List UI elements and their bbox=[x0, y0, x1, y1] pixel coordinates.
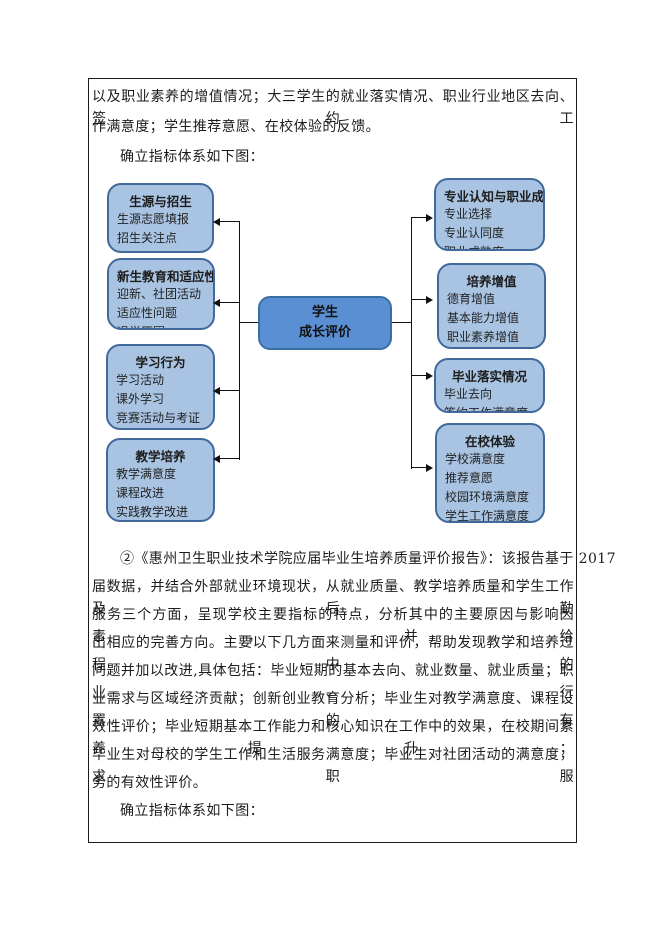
diagram-node-campus-experience: 在校体验 学校满意度 推荐意愿 校园环境满意度 学生工作满意度 bbox=[435, 423, 545, 523]
node-item: 迎新、社团活动 bbox=[117, 287, 202, 301]
diagram-caption-1: 确立指标体系如下图： bbox=[120, 149, 264, 165]
diagram-node-student-growth-evaluation: 学生 成长评价 bbox=[258, 296, 392, 350]
node-item: 职业素养增值 bbox=[447, 330, 520, 344]
node-item: 毕业去向 bbox=[444, 387, 493, 401]
node-item: 生源志愿填报 bbox=[117, 212, 190, 226]
node-title: 教学培养 bbox=[135, 449, 186, 464]
paragraph2-line2: 届数据，并结合外部就业环境现状，从就业质量、教学培养质量和学生工作及后勤 bbox=[92, 579, 574, 617]
node-item: 职业发展能力增值 bbox=[447, 347, 536, 349]
paragraph1-line1: 以及职业素养的增值情况；大三学生的就业落实情况、职业行业地区去向、签约工 bbox=[92, 89, 574, 127]
node-item: 教学满意度 bbox=[116, 467, 177, 481]
paragraph2-line5: 问题并加以改进,具体包括：毕业短期的基本去向、就业数量、就业质量；职业、行 bbox=[92, 663, 574, 701]
connector-right-spine bbox=[411, 217, 412, 469]
node-title: 在校体验 bbox=[464, 434, 515, 449]
diagram-node-learning-behavior: 学习行为 学习活动 课外学习 竞赛活动与考证 师生交流 bbox=[106, 344, 215, 430]
diagram-node-cultivation-value-added: 培养增值 德育增值 基本能力增值 职业素养增值 职业发展能力增值 bbox=[437, 263, 546, 349]
connector-right-branch-2 bbox=[411, 299, 427, 300]
paragraph2-line7: 效性评价；毕业短期基本工作能力和核心知识在工作中的效果，在校期间素养提升； bbox=[92, 719, 574, 757]
paragraph1-line2: 作满意度；学生推荐意愿、在校体验的反馈。 bbox=[92, 119, 380, 135]
node-item: 课程改进 bbox=[116, 486, 165, 500]
arrowhead-right-4 bbox=[426, 464, 433, 472]
connector-right-branch-4 bbox=[411, 467, 427, 468]
node-item: 德育增值 bbox=[447, 292, 496, 306]
arrowhead-left-3 bbox=[213, 387, 220, 395]
connector-left-branch-3 bbox=[220, 390, 240, 391]
center-node-line2: 成长评价 bbox=[298, 325, 351, 340]
node-item: 学习活动 bbox=[116, 373, 165, 387]
node-item: 适应性问题 bbox=[117, 306, 178, 320]
arrowhead-left-1 bbox=[213, 218, 220, 226]
node-item: 推荐意愿 bbox=[445, 471, 494, 485]
node-title: 生源与招生 bbox=[129, 194, 192, 209]
node-item: 竞赛活动与考证 bbox=[116, 411, 201, 425]
node-title: 培养增值 bbox=[466, 274, 517, 289]
node-item: 课外学习 bbox=[116, 392, 165, 406]
node-item: 实践教学改进 bbox=[116, 505, 189, 519]
node-item: 专业认同度 bbox=[444, 226, 505, 240]
node-item: 专业选择 bbox=[444, 207, 493, 221]
node-title: 学习行为 bbox=[135, 355, 186, 370]
connector-left-spine bbox=[239, 221, 240, 460]
node-title: 专业认知与职业成熟 bbox=[444, 189, 545, 204]
arrowhead-left-4 bbox=[213, 455, 220, 463]
connector-left-branch-1 bbox=[220, 221, 240, 222]
diagram-node-freshman-adaptation: 新生教育和适应性 迎新、社团活动 适应性问题 退学原因 bbox=[107, 258, 215, 330]
arrowhead-right-1 bbox=[426, 214, 433, 222]
node-item: 招生关注点 bbox=[117, 231, 178, 245]
node-item: 基本能力增值 bbox=[447, 311, 520, 325]
diagram-node-major-cognition: 专业认知与职业成熟 专业选择 专业认同度 职业成熟度 bbox=[434, 178, 545, 251]
connector-right-branch-1 bbox=[411, 217, 427, 218]
node-item: 学生工作满意度 bbox=[445, 509, 530, 523]
paragraph2-line9: 务的有效性评价。 bbox=[92, 775, 208, 791]
paragraph2-line4: 出相应的完善方向。主要以下几方面来测量和评价，帮助发现教学和培养过程中的 bbox=[92, 635, 574, 673]
node-title: 新生教育和适应性 bbox=[117, 269, 215, 284]
connector-left-branch-4 bbox=[220, 458, 240, 459]
node-item: 师生交流 bbox=[116, 428, 205, 430]
connector-center-left bbox=[240, 322, 258, 323]
center-node-line1: 学生 bbox=[311, 305, 338, 320]
diagram-caption-2: 确立指标体系如下图： bbox=[120, 803, 264, 819]
arrowhead-right-3 bbox=[426, 372, 433, 380]
paragraph2-line1: ②《惠州卫生职业技术学院应届毕业生培养质量评价报告》：该报告基于 2017 bbox=[120, 551, 616, 567]
arrowhead-right-2 bbox=[426, 296, 433, 304]
diagram-node-graduation-placement: 毕业落实情况 毕业去向 签约工作满意度 bbox=[434, 358, 545, 413]
connector-center-right bbox=[392, 322, 411, 323]
paragraph2-line6: 业需求与区域经济贡献；创新创业教育分析；毕业生对教学满意度、课程设置的有 bbox=[92, 691, 574, 729]
connector-left-branch-2 bbox=[220, 302, 240, 303]
node-item: 学校满意度 bbox=[445, 452, 506, 466]
node-item: 退学原因 bbox=[117, 323, 205, 328]
node-item: 职业成熟度 bbox=[444, 243, 535, 249]
paragraph2-line8: 毕业生对母校的学生工作和生活服务满意度；毕业生对社团活动的满意度，求职服 bbox=[92, 747, 574, 785]
diagram-node-teaching-cultivation: 教学培养 教学满意度 课程改进 实践教学改进 bbox=[106, 438, 215, 522]
table-cell-border bbox=[88, 78, 577, 843]
diagram-node-enrollment: 生源与招生 生源志愿填报 招生关注点 bbox=[107, 183, 214, 253]
arrowhead-left-2 bbox=[213, 299, 220, 307]
paragraph2-line3: 服务三个方面，呈现学校主要指标的特点，分析其中的主要原因与影响因素，并给 bbox=[92, 607, 574, 645]
node-item: 校园环境满意度 bbox=[445, 490, 530, 504]
node-item: 签约工作满意度 bbox=[444, 406, 529, 413]
connector-right-branch-3 bbox=[411, 375, 427, 376]
node-title: 毕业落实情况 bbox=[451, 369, 527, 384]
